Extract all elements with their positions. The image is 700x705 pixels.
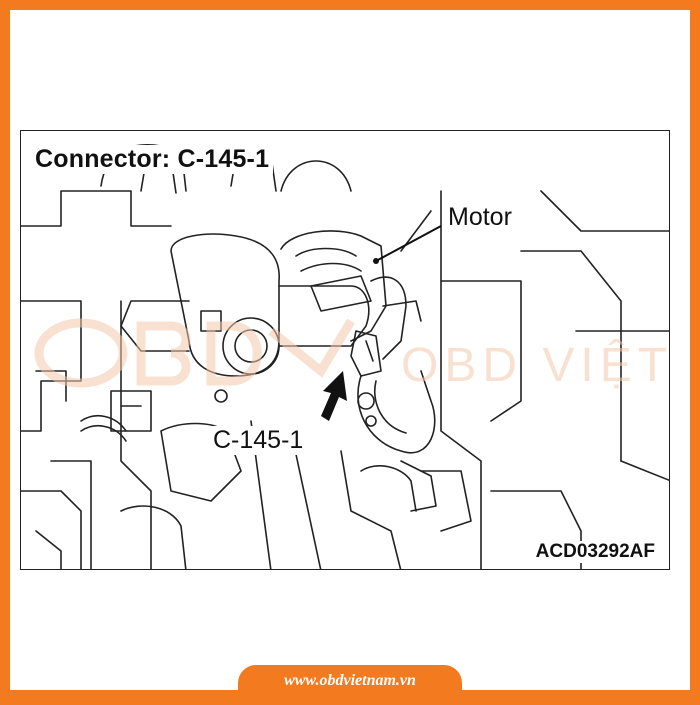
footer-url: www.obdvietnam.vn	[284, 672, 416, 689]
motor-callout: Motor	[446, 203, 514, 232]
motor-leader-line	[373, 225, 442, 264]
connector-callout: C-145-1	[211, 426, 306, 455]
figure-code: ACD03292AF	[533, 541, 657, 563]
arrow-up-icon	[321, 371, 347, 421]
footer-tab	[238, 665, 462, 705]
diagram-title: Connector: C-145-1	[31, 145, 274, 174]
technical-diagram: OBD VIỆT NAM Connector: C-145-1 Motor C-…	[20, 130, 670, 570]
